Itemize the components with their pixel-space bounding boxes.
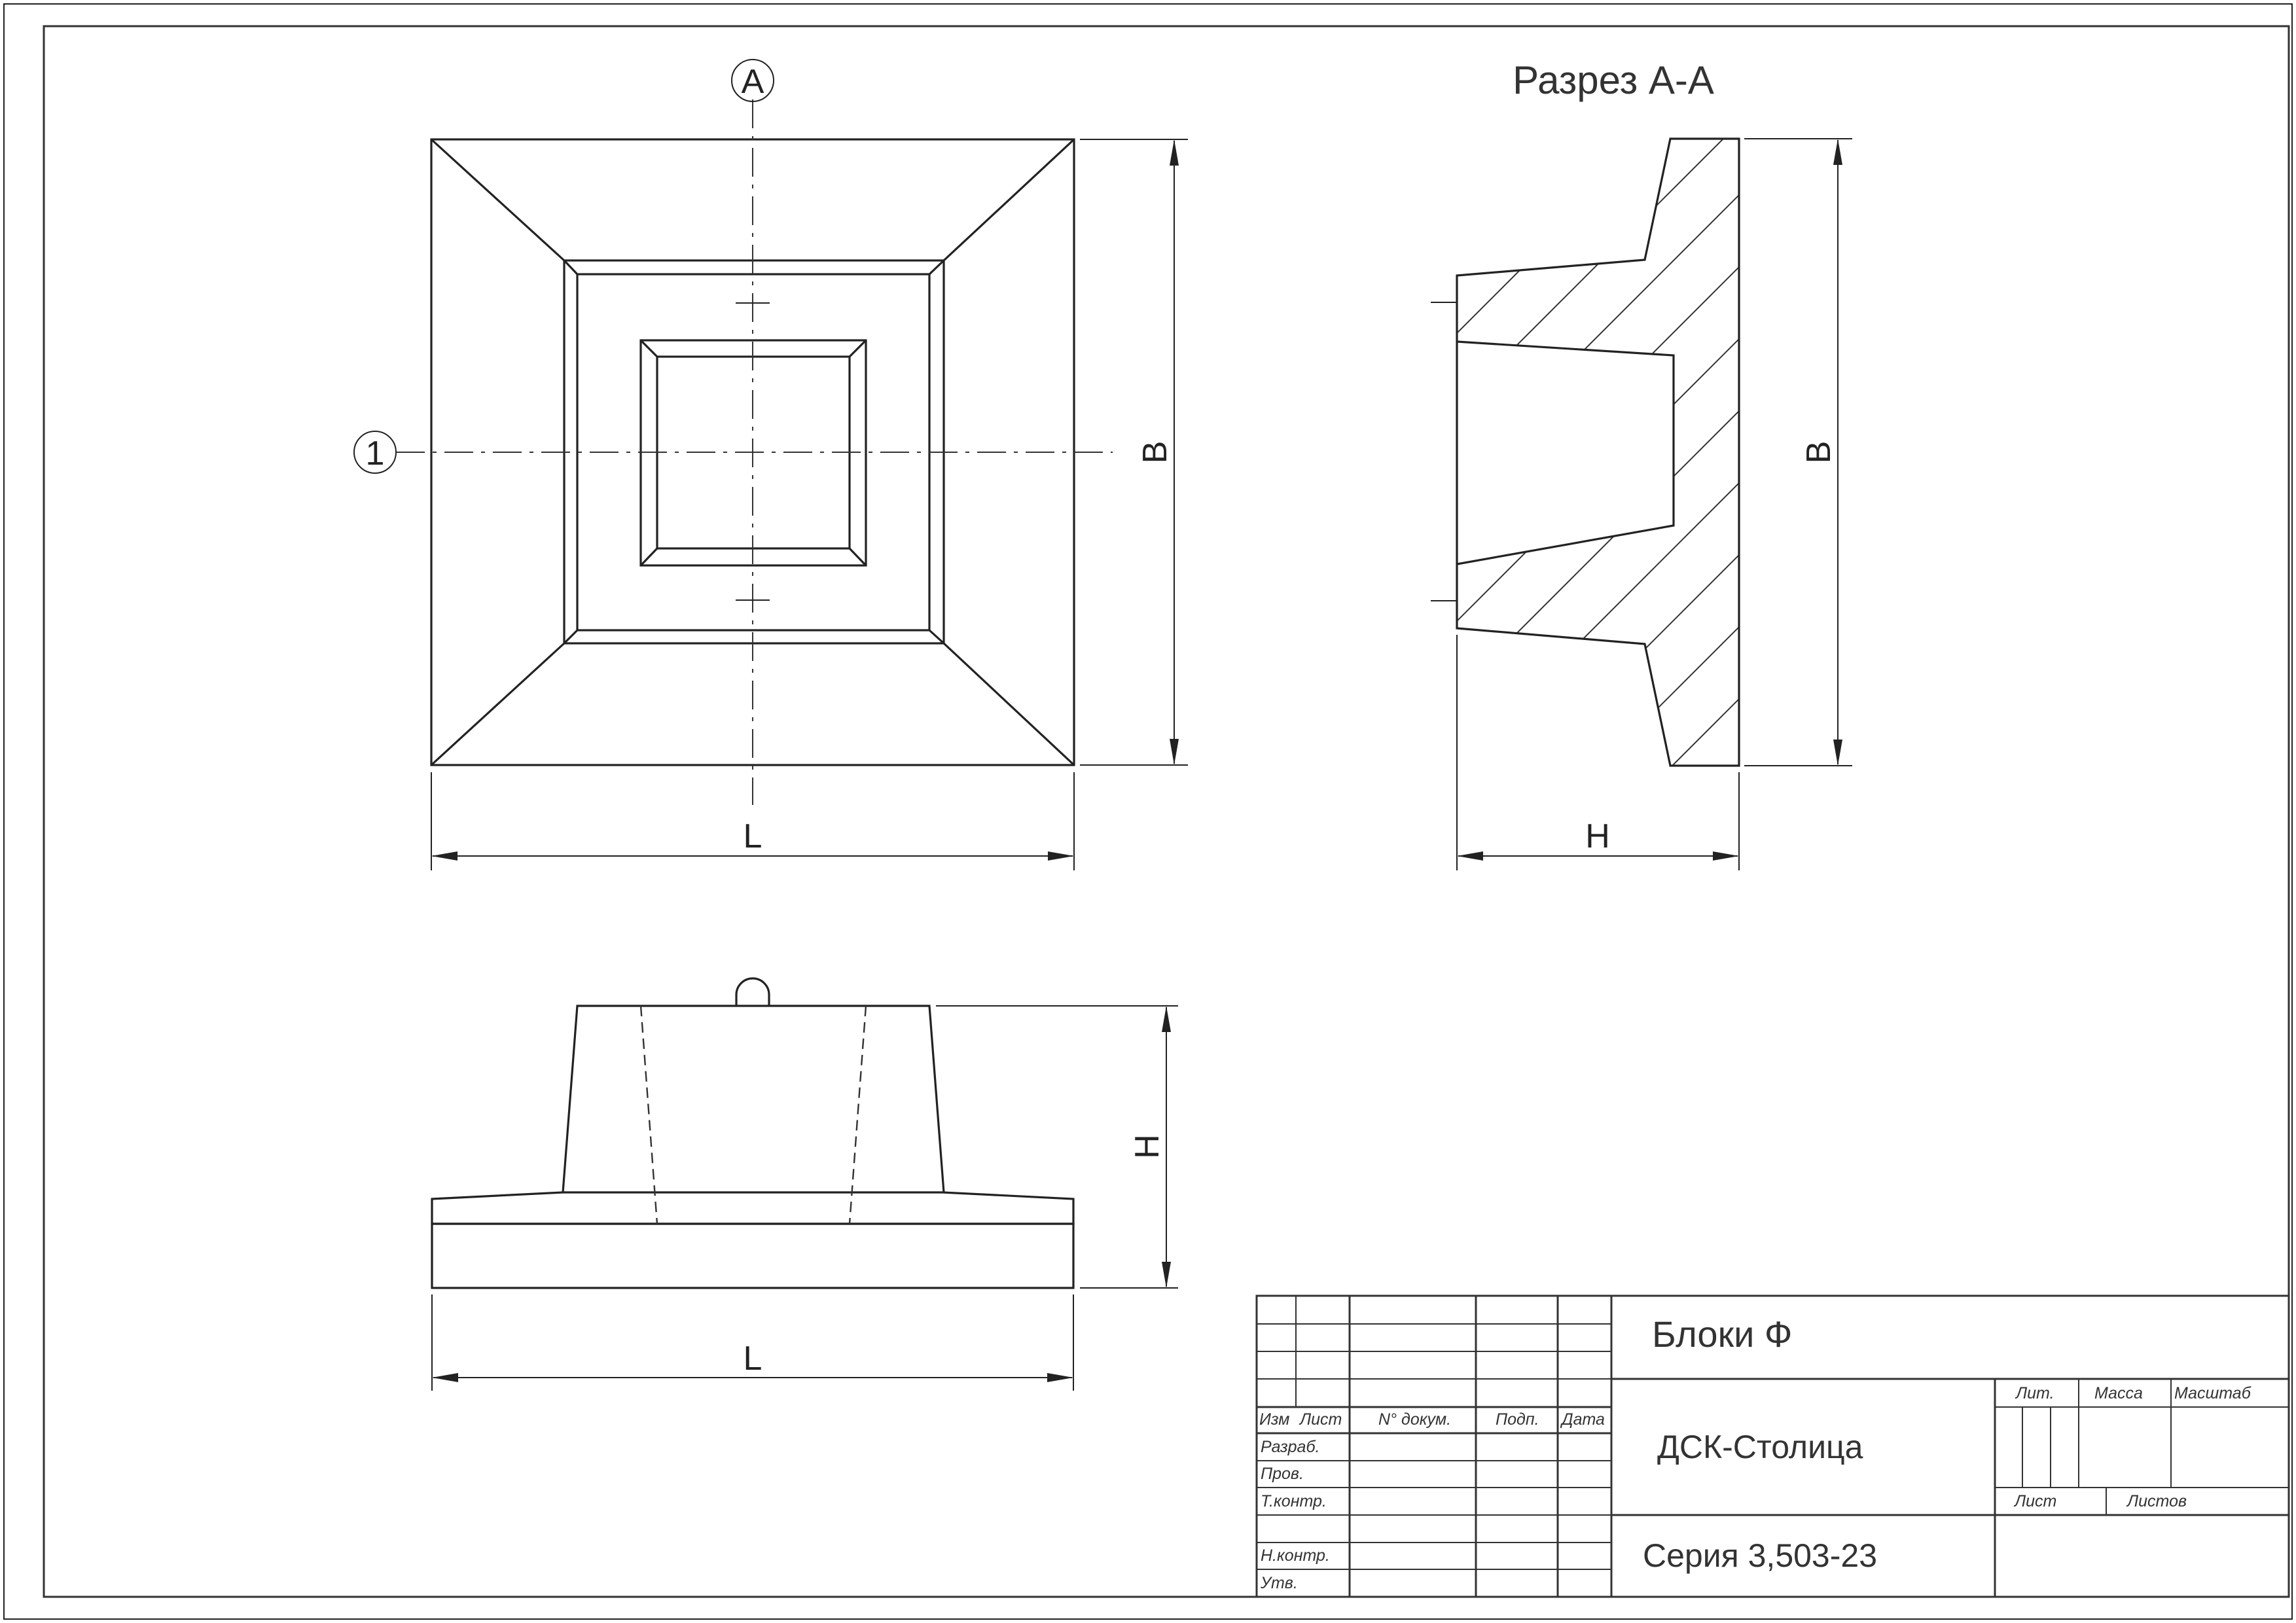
svg-text:H: H [1128,1134,1166,1159]
tb-organization: ДСК-Столица [1657,1429,1863,1465]
svg-text:H: H [1585,817,1610,855]
cut-marker-a: А [731,59,774,102]
tb-col-list: Лист [1299,1410,1342,1429]
tb-row-tkontr: Т.контр. [1261,1492,1327,1510]
tb-series: Серия 3,503-23 [1643,1537,1877,1574]
svg-text:А: А [742,63,764,101]
tb-sheets: Листов [2126,1492,2187,1510]
tb-massa: Масса [2094,1384,2143,1402]
tb-row-razrab: Разраб. [1261,1438,1319,1456]
sheet-border [3,3,2293,1620]
tb-lit: Лит. [2015,1384,2054,1402]
svg-text:B: B [1136,441,1174,464]
tb-col-izm: Изм [1259,1410,1289,1429]
svg-text:L: L [744,1340,762,1378]
dim-plan-length: L [431,772,1075,870]
svg-text:L: L [744,817,762,855]
tb-masshtab: Масштаб [2174,1384,2251,1402]
tb-col-doc: N° докум. [1378,1410,1451,1429]
dim-side-height: H [936,1005,1178,1289]
dim-side-length: L [431,1294,1074,1391]
dim-section-height: H [1456,635,1740,870]
tb-col-sign: Подп. [1496,1410,1539,1429]
side-view [431,977,1075,1289]
svg-text:B: B [1800,441,1838,464]
title-block [1255,1294,2290,1598]
tb-col-date: Дата [1560,1410,1605,1429]
plan-view [396,99,1113,805]
dim-plan-width: B [1080,139,1188,766]
axis-marker-1: 1 [353,431,397,474]
drawing-frame [43,25,2290,1598]
dim-section-width: B [1744,138,1852,766]
tb-row-utv: Утв. [1260,1574,1298,1592]
tb-sheet: Лист [2013,1492,2056,1510]
tb-row-nkontr: Н.контр. [1261,1546,1330,1565]
tb-name: Блоки Ф [1652,1313,1792,1355]
svg-text:1: 1 [366,435,385,473]
section-title: Разрез А-А [1513,58,1714,102]
tb-row-prov: Пров. [1261,1465,1304,1483]
